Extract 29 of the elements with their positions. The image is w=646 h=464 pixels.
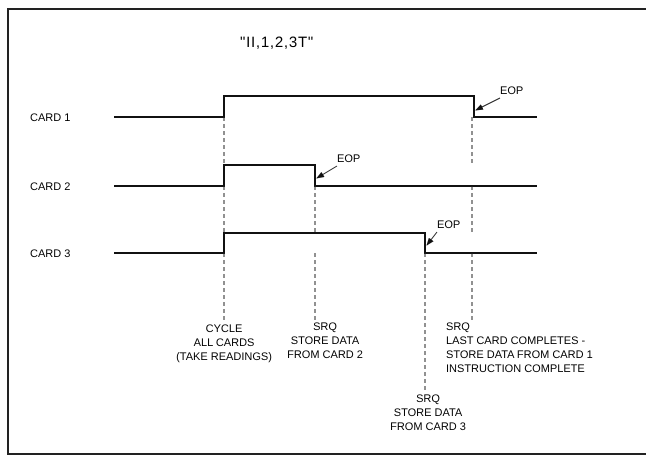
annotation-text: (TAKE READINGS) xyxy=(176,350,272,364)
dashed-guide-line xyxy=(314,252,316,320)
annotation-text: SRQ xyxy=(416,392,440,406)
annotation-text: EOP xyxy=(437,218,460,232)
annotation-text: SRQ xyxy=(446,320,470,334)
annotation-text: EOP xyxy=(500,84,524,98)
signal-label: CARD 2 xyxy=(30,180,70,195)
leader-line xyxy=(316,166,338,179)
waveform-drawing xyxy=(114,232,537,254)
signal-label: CARD 1 xyxy=(30,111,70,126)
annotation-text: EOP xyxy=(337,152,360,166)
annotation-text: ALL CARDS xyxy=(194,336,254,350)
annotation-text: FROM CARD 3 xyxy=(390,420,466,434)
annotation-text: STORE DATA xyxy=(394,406,462,420)
annotation-text: SRQ xyxy=(313,320,337,334)
leader-line xyxy=(475,98,500,110)
annotation-text: STORE DATA xyxy=(290,334,360,348)
dashed-guide-line xyxy=(424,252,426,392)
diagram-title: "II,1,2,3T" xyxy=(240,33,314,53)
waveform-drawing xyxy=(114,164,537,187)
leader-line xyxy=(426,232,438,246)
annotation-text: FROM CARD 2 xyxy=(287,348,363,362)
waveform-drawing xyxy=(114,95,537,118)
annotation-text: CYCLE xyxy=(206,322,242,336)
annotation-text: STORE DATA FROM CARD 1 xyxy=(446,348,593,362)
annotation-text: INSTRUCTION COMPLETE xyxy=(446,362,585,376)
dashed-guide-line xyxy=(314,186,316,234)
annotation-text: LAST CARD COMPLETES - xyxy=(446,334,586,348)
signal-label: CARD 3 xyxy=(30,247,70,262)
